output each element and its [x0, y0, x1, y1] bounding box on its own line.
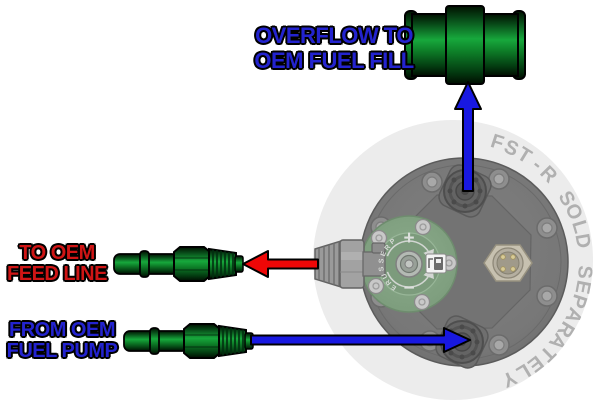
- feed-label-line2: FEED LINE: [7, 263, 107, 285]
- electrical-connector: [483, 244, 533, 282]
- screw-icon: [413, 293, 431, 311]
- flow-arrows: [242, 81, 482, 353]
- pressure-regulator: [360, 215, 458, 313]
- rotation-arrow-bottom: [386, 266, 434, 288]
- arrow-left-icon: [242, 250, 319, 278]
- bolt-icon: [488, 334, 510, 356]
- connector-pins: [500, 254, 516, 272]
- pressure-decrease-symbol: −: [403, 278, 415, 299]
- bolt-icon: [488, 168, 510, 190]
- screw-icon: [414, 218, 432, 236]
- rotation-arrow-top: [386, 240, 434, 262]
- regulator-screws: [367, 218, 458, 311]
- bolt-icon: [536, 217, 558, 239]
- overflow-label-line2: OEM FUEL FILL: [254, 48, 414, 73]
- pump-line-fitting: [123, 323, 254, 359]
- hose-joiner-fitting: [404, 5, 526, 85]
- feed-label-line1: TO OEM: [19, 242, 95, 264]
- screw-icon: [367, 277, 385, 295]
- bolt-icon: [421, 171, 443, 193]
- pump-label: FROM OEM FUEL PUMP: [2, 320, 122, 362]
- pump-label-line2: FUEL PUMP: [6, 340, 118, 362]
- bolt-icon: [536, 285, 558, 307]
- arrow-up-icon: [454, 81, 482, 192]
- regulator-an-fitting: [314, 239, 386, 289]
- feed-line-label: TO OEM FEED LINE: [0, 243, 114, 285]
- feed-line-fitting: [113, 246, 244, 282]
- pump-label-line1: FROM OEM: [9, 319, 116, 341]
- arrow-right-icon: [250, 327, 471, 353]
- overflow-label-line1: OVERFLOW TO: [255, 23, 413, 48]
- adjuster-nut: [395, 250, 423, 278]
- overflow-label: OVERFLOW TO OEM FUEL FILL: [250, 23, 418, 73]
- pressure-increase-symbol: +: [403, 228, 415, 249]
- fuel-pump-icon: [425, 253, 447, 274]
